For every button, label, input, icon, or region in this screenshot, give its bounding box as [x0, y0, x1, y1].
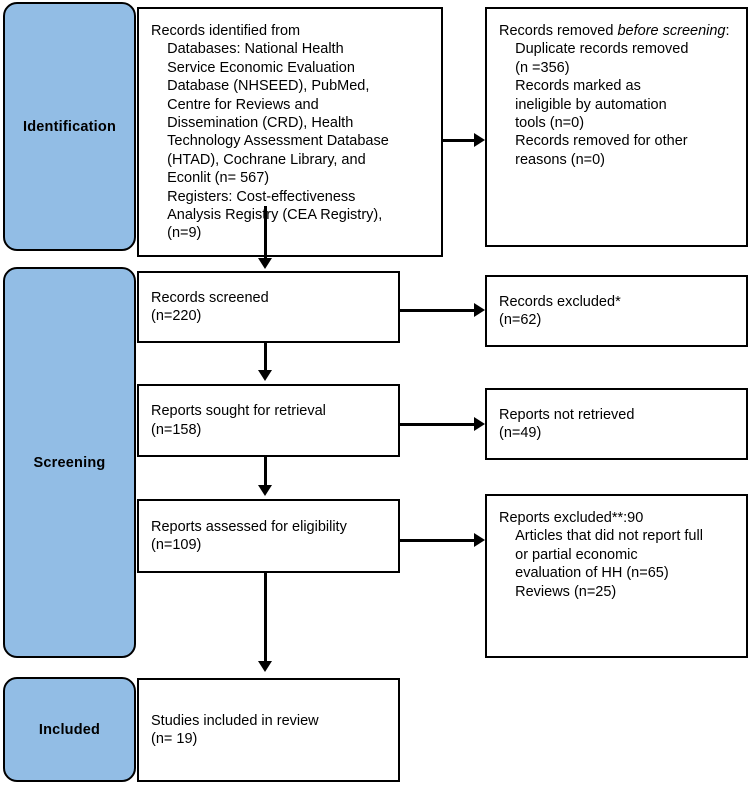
node-reports-excluded-text: Reports excluded**:90 Articles that did … [499, 510, 703, 600]
arrowhead-screened-to-sought [258, 370, 272, 381]
stage-included: Included [3, 677, 136, 782]
records-removed-lead-plain: Records removed [499, 23, 618, 39]
connector-identified-to-screened [264, 206, 267, 262]
arrowhead-screened-to-excluded [474, 303, 485, 317]
stage-identification-label: Identification [22, 118, 117, 135]
connector-sought-to-assessed [264, 457, 267, 488]
node-reports-assessed: Reports assessed for eligibility (n=109) [137, 499, 400, 573]
arrowhead-assessed-to-included [258, 661, 272, 672]
node-reports-sought-text: Reports sought for retrieval (n=158) [151, 403, 326, 438]
node-records-excluded: Records excluded* (n=62) [485, 275, 748, 347]
connector-screened-to-sought [264, 343, 267, 373]
arrowhead-sought-to-not-retrieved [474, 417, 485, 431]
node-records-removed: Records removed before screening: Duplic… [485, 7, 748, 247]
stage-included-label: Included [38, 721, 101, 738]
node-records-identified: Records identified from Databases: Natio… [137, 7, 443, 257]
arrowhead-assessed-to-excluded [474, 533, 485, 547]
node-records-removed-text: Records removed before screening: Duplic… [487, 9, 730, 169]
records-removed-body: Duplicate records removed (n =356) Recor… [515, 41, 689, 168]
node-records-excluded-text: Records excluded* (n=62) [499, 293, 621, 328]
stage-identification: Identification [3, 2, 136, 251]
node-reports-not-retrieved: Reports not retrieved (n=49) [485, 388, 748, 460]
node-reports-excluded: Reports excluded**:90 Articles that did … [485, 494, 748, 658]
connector-screened-to-excluded [400, 309, 477, 312]
connector-assessed-to-excluded [400, 539, 477, 542]
node-studies-included: Studies included in review (n= 19) [137, 678, 400, 782]
connector-identified-to-removed [443, 139, 477, 142]
stage-screening: Screening [3, 267, 136, 658]
node-reports-sought: Reports sought for retrieval (n=158) [137, 384, 400, 457]
node-reports-assessed-text: Reports assessed for eligibility (n=109) [151, 518, 347, 553]
records-removed-lead-italic: before screening [617, 23, 726, 39]
node-studies-included-text: Studies included in review (n= 19) [151, 712, 319, 747]
node-records-screened-text: Records screened (n=220) [151, 289, 269, 324]
arrowhead-identified-to-removed [474, 133, 485, 147]
node-reports-not-retrieved-text: Reports not retrieved (n=49) [499, 406, 635, 441]
stage-screening-label: Screening [33, 454, 106, 471]
node-records-screened: Records screened (n=220) [137, 271, 400, 343]
arrowhead-sought-to-assessed [258, 485, 272, 496]
node-records-identified-text: Records identified from Databases: Natio… [151, 23, 389, 242]
connector-assessed-to-included [264, 573, 267, 664]
records-removed-lead-colon: : [725, 23, 730, 39]
connector-sought-to-not-retrieved [400, 423, 477, 426]
arrowhead-identified-to-screened [258, 258, 272, 269]
